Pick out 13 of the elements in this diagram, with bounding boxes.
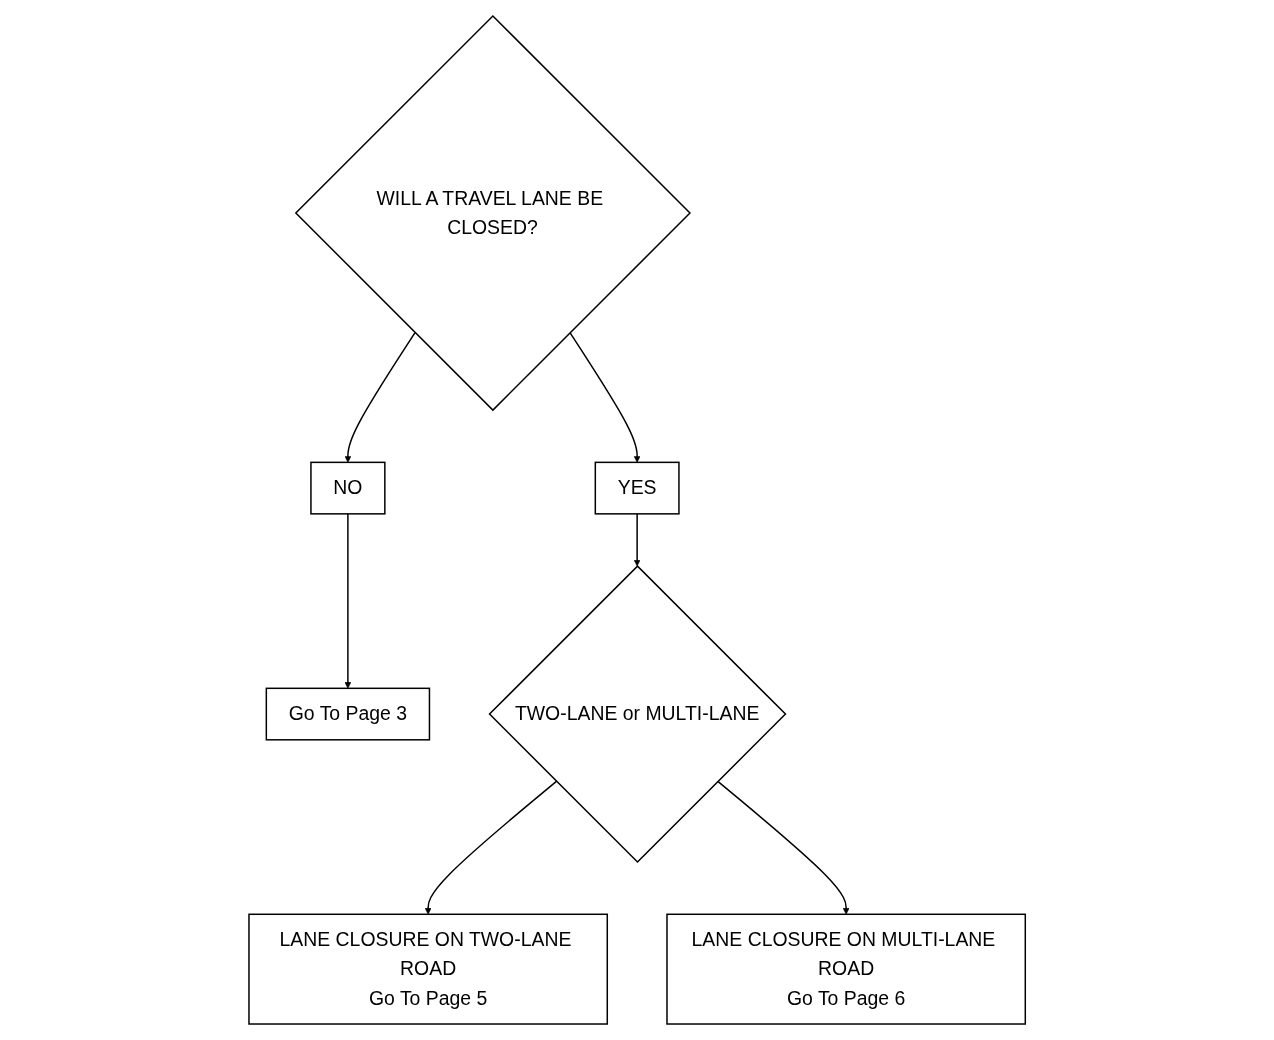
arrow [633,513,641,567]
arrow [344,513,352,689]
arrow [424,780,557,915]
node-box: YES [594,461,680,515]
node-box: NO [310,461,386,515]
arrow [344,331,416,463]
node-diamond: TWO-LANE or MULTI-LANE [488,565,787,864]
node-diamond: WILL A TRAVEL LANE BE CLOSED? [294,14,691,412]
node-box: LANE CLOSURE ON MULTI-LANE ROAD Go To Page 6 [666,913,1026,1025]
arrow [716,780,850,915]
arrow [569,331,641,463]
node-box: LANE CLOSURE ON TWO-LANE ROAD Go To Page 5 [248,913,608,1025]
node-box: Go To Page 3 [265,687,431,741]
